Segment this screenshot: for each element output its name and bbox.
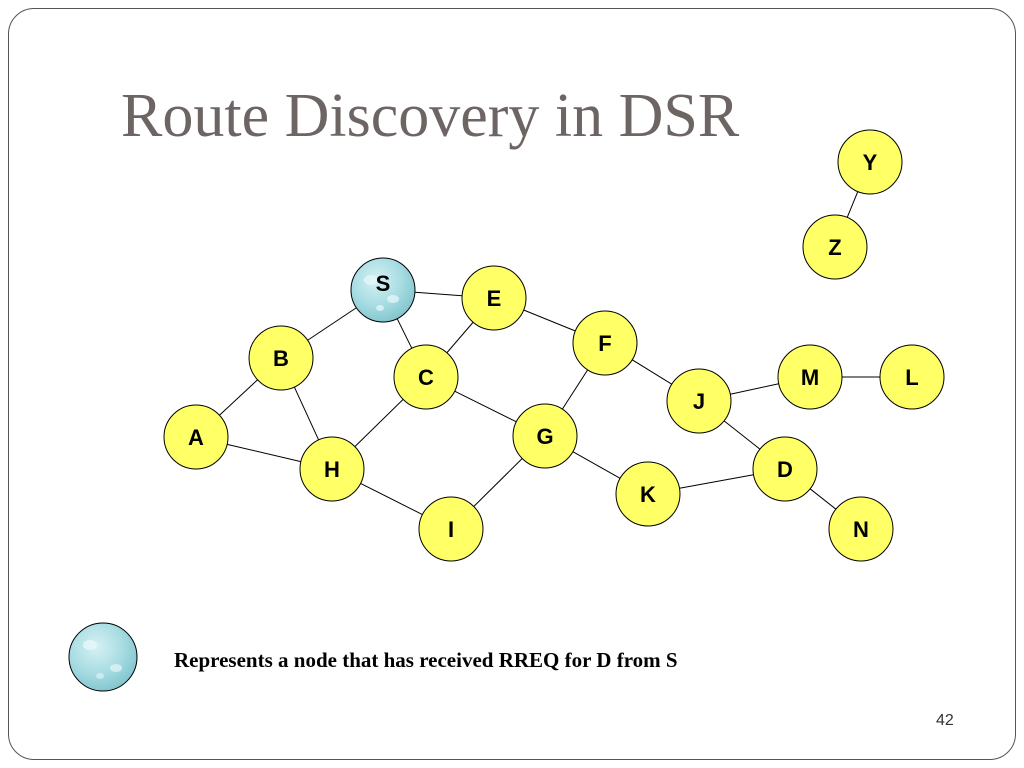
edge-s-e (414, 291, 463, 297)
node-circle (879, 344, 945, 410)
node-m: M (777, 344, 843, 410)
node-label: D (777, 457, 793, 482)
slide-title: Route Discovery in DSR (121, 82, 740, 150)
edge-c-g (454, 390, 517, 423)
edge-d-n (809, 488, 837, 510)
edge-s-c (396, 318, 413, 349)
node-g: G (512, 403, 578, 469)
edge-k-d (679, 474, 754, 489)
node-label: M (801, 365, 819, 390)
node-h: H (299, 436, 365, 502)
node-label: I (448, 517, 454, 542)
edge-e-f (523, 309, 576, 332)
edge-a-h (227, 443, 301, 463)
node-z: Z (802, 214, 868, 280)
edge-g-i (473, 458, 523, 507)
slide-frame: Route Discovery in DSR (8, 8, 1016, 760)
node-circle (350, 257, 416, 323)
node-label: E (487, 286, 502, 311)
node-c: C (393, 344, 459, 410)
node-k: K (615, 461, 681, 527)
legend-description: Represents a node that has received RREQ… (174, 648, 678, 672)
edge-g-k (572, 451, 621, 479)
node-n: N (828, 496, 894, 562)
node-j: J (666, 368, 732, 434)
node-i: I (418, 496, 484, 562)
edge-j-m (730, 383, 779, 395)
node-circle (752, 436, 818, 502)
node-label: A (188, 425, 204, 450)
node-label: Z (828, 235, 841, 260)
node-label: S (376, 271, 391, 296)
node-circle (828, 496, 894, 562)
node-label: C (418, 365, 434, 390)
node-circle (512, 403, 578, 469)
node-circle (666, 368, 732, 434)
edge-e-c (446, 321, 474, 354)
node-label: N (853, 517, 869, 542)
water-droplet (387, 295, 399, 303)
node-l: L (879, 344, 945, 410)
water-droplet (364, 275, 378, 285)
node-label: B (273, 346, 289, 371)
node-label: G (536, 424, 553, 449)
node-a: A (163, 404, 229, 470)
node-circle (837, 129, 903, 195)
node-label: H (324, 457, 340, 482)
node-label: K (640, 482, 656, 507)
node-circle (572, 310, 638, 376)
node-circle (393, 344, 459, 410)
node-circle (461, 265, 527, 331)
node-circle (248, 325, 314, 391)
edge-b-a (219, 379, 258, 416)
node-circle (163, 404, 229, 470)
node-circle (299, 436, 365, 502)
node-label: F (598, 331, 611, 356)
water-droplet (376, 305, 384, 311)
node-label: J (693, 389, 705, 414)
node-circle (802, 214, 868, 280)
node-y: Y (837, 129, 903, 195)
edge-y-z (846, 191, 859, 218)
edge-f-g (561, 369, 589, 410)
node-circle (418, 496, 484, 562)
edge-c-h (354, 399, 404, 447)
edge-j-d (723, 420, 761, 450)
edge-b-h (293, 386, 320, 441)
node-f: F (572, 310, 638, 376)
node-label: L (905, 365, 918, 390)
node-d: D (752, 436, 818, 502)
node-b: B (248, 325, 314, 391)
node-label: Y (863, 150, 878, 175)
node-s: S (350, 257, 416, 323)
node-circle (777, 344, 843, 410)
legend-node-icon (68, 622, 138, 692)
edge-s-b (307, 307, 357, 341)
page-number: 42 (936, 712, 954, 729)
edge-f-j (631, 359, 673, 385)
node-e: E (461, 265, 527, 331)
edge-h-i (360, 482, 423, 516)
node-circle (615, 461, 681, 527)
